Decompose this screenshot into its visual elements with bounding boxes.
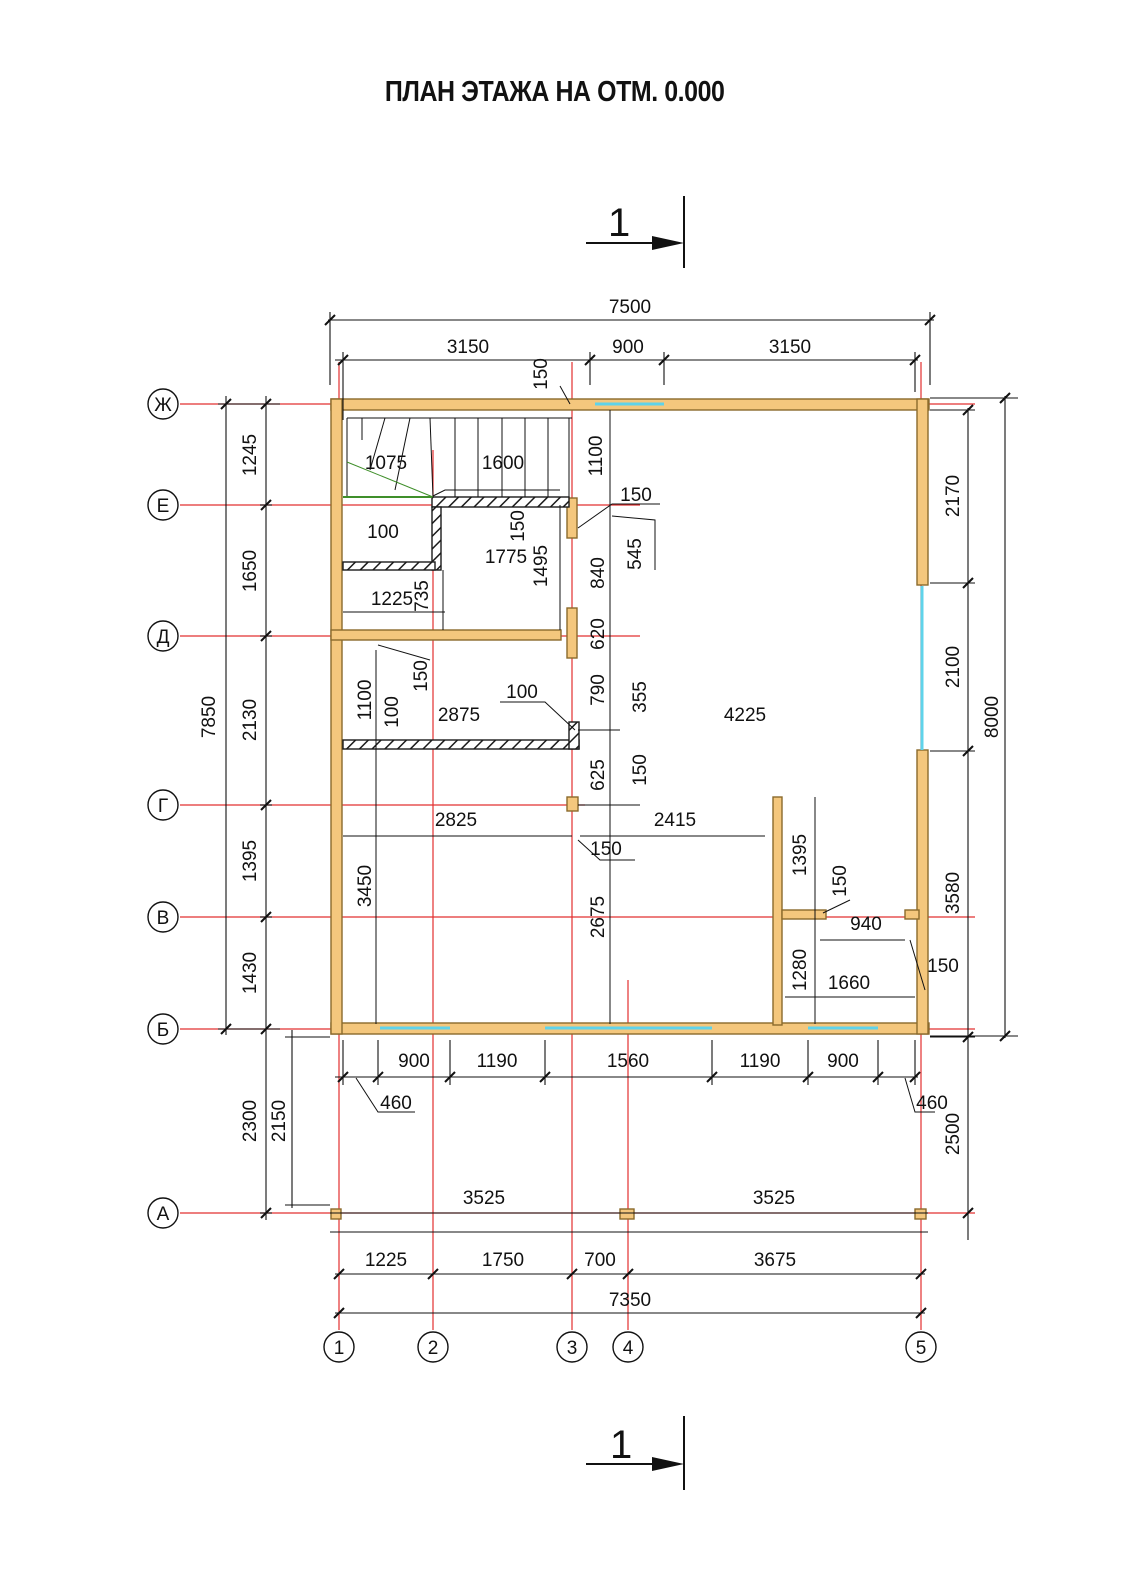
dim-a-3525b: 3525 <box>753 1188 795 1209</box>
dim-bot-460a: 460 <box>380 1093 412 1114</box>
dim-1600: 1600 <box>482 453 524 474</box>
dim-bot-900a: 900 <box>398 1051 430 1072</box>
axis-label-d: Д <box>157 627 170 648</box>
dim-axis-1750: 1750 <box>482 1250 524 1271</box>
axis-label-zh: Ж <box>154 395 172 416</box>
dim-left-2150: 2150 <box>269 1100 290 1142</box>
dim-axis-700: 700 <box>584 1250 616 1271</box>
dim-150-g: 150 <box>927 956 959 977</box>
dim-2825: 2825 <box>435 810 477 831</box>
dim-right-2170: 2170 <box>943 475 964 517</box>
axis-label-5: 5 <box>916 1338 927 1359</box>
section-label-top: 1 <box>608 201 630 245</box>
dim-840: 840 <box>588 557 609 589</box>
axis-label-4: 4 <box>623 1338 634 1359</box>
dim-axis-3675: 3675 <box>754 1250 796 1271</box>
axis-label-a: А <box>157 1204 170 1225</box>
dim-bot-1560: 1560 <box>607 1051 649 1072</box>
dim-right-2100: 2100 <box>943 646 964 688</box>
dim-left-1395: 1395 <box>240 840 261 882</box>
windows <box>380 402 924 1030</box>
dim-a-3525a: 3525 <box>463 1188 505 1209</box>
dim-left-1650: 1650 <box>240 550 261 592</box>
interior-walls <box>330 497 927 1220</box>
dim-left-1430: 1430 <box>240 952 261 994</box>
dim-150-e: 150 <box>590 839 622 860</box>
dim-1495: 1495 <box>531 545 552 587</box>
section-marker-top: 1 <box>586 196 685 268</box>
dim-2675: 2675 <box>588 896 609 938</box>
dim-790: 790 <box>588 674 609 706</box>
dim-bot-1190b: 1190 <box>740 1051 781 1072</box>
dim-1660: 1660 <box>828 973 870 994</box>
dim-left-2300: 2300 <box>240 1100 261 1142</box>
dim-left-1245: 1245 <box>240 434 261 476</box>
dim-top-right: 3150 <box>769 337 811 358</box>
dim-right-2500: 2500 <box>943 1113 964 1155</box>
drawing-title: ПЛАН ЭТАЖА НА ОТМ. 0.000 <box>384 76 725 108</box>
dim-625: 625 <box>588 759 609 791</box>
axis-bubbles-rows <box>147 388 179 1229</box>
axis-labels: Ж Е Д Г В Б А 1 2 3 4 5 <box>154 395 926 1359</box>
dim-axis-total: 7350 <box>609 1290 651 1311</box>
dim-1280: 1280 <box>790 949 811 991</box>
axis-label-b: Б <box>157 1020 169 1041</box>
axis-label-g: Г <box>158 796 168 817</box>
section-marker-bottom: 1 <box>586 1416 685 1490</box>
dim-100-a: 100 <box>367 522 399 543</box>
dim-bot-900b: 900 <box>827 1051 859 1072</box>
axis-bubbles-columns <box>323 1331 937 1363</box>
dim-940: 940 <box>850 914 882 935</box>
dim-1100-vert: 1100 <box>586 436 607 477</box>
axis-label-v: В <box>157 908 170 929</box>
dim-right-total: 8000 <box>982 696 1003 738</box>
dim-150-f: 150 <box>830 865 851 897</box>
leader-lines <box>355 385 935 1113</box>
dim-top-door: 900 <box>612 337 644 358</box>
dim-735: 735 <box>412 580 433 612</box>
dim-150-a: 150 <box>620 485 652 506</box>
dim-top-left: 3150 <box>447 337 489 358</box>
dimension-ticks <box>220 314 1011 1319</box>
axis-label-1: 1 <box>334 1338 345 1359</box>
dim-axis-1225: 1225 <box>365 1250 407 1271</box>
dimension-labels: 7500 3150 900 3150 150 7850 1245 1650 21… <box>199 297 1003 1311</box>
axis-label-3: 3 <box>567 1338 578 1359</box>
dim-top-total: 7500 <box>609 297 651 318</box>
dim-2415: 2415 <box>654 810 696 831</box>
dim-bot-1190a: 1190 <box>477 1051 518 1072</box>
dim-1075: 1075 <box>365 453 407 474</box>
dim-1775: 1775 <box>485 547 527 568</box>
dim-top-150: 150 <box>531 358 552 390</box>
dim-100-c: 100 <box>506 682 538 703</box>
dim-355: 355 <box>630 681 651 713</box>
dim-left-2130: 2130 <box>240 699 261 741</box>
dim-1395-inner: 1395 <box>790 834 811 876</box>
dim-2875: 2875 <box>438 705 480 726</box>
dim-3450: 3450 <box>355 865 376 907</box>
dim-545: 545 <box>625 538 646 570</box>
dim-100-b: 100 <box>382 696 403 728</box>
dim-4225: 4225 <box>724 705 766 726</box>
dim-150-c: 150 <box>411 660 432 692</box>
dim-620: 620 <box>588 618 609 650</box>
staircase <box>343 417 572 498</box>
axis-label-e: Е <box>157 496 170 517</box>
section-label-bottom: 1 <box>610 1423 632 1467</box>
dim-right-3580: 3580 <box>943 872 964 914</box>
dim-1100: 1100 <box>355 680 376 721</box>
dim-150-d: 150 <box>630 754 651 786</box>
axis-label-2: 2 <box>428 1338 439 1359</box>
interior-lines <box>343 410 915 1024</box>
dim-bot-460b: 460 <box>916 1093 948 1114</box>
hatched-partitions <box>342 496 580 750</box>
dim-1225-inner: 1225 <box>371 589 413 610</box>
dim-left-total: 7850 <box>199 696 220 738</box>
dim-150-b: 150 <box>508 510 529 542</box>
